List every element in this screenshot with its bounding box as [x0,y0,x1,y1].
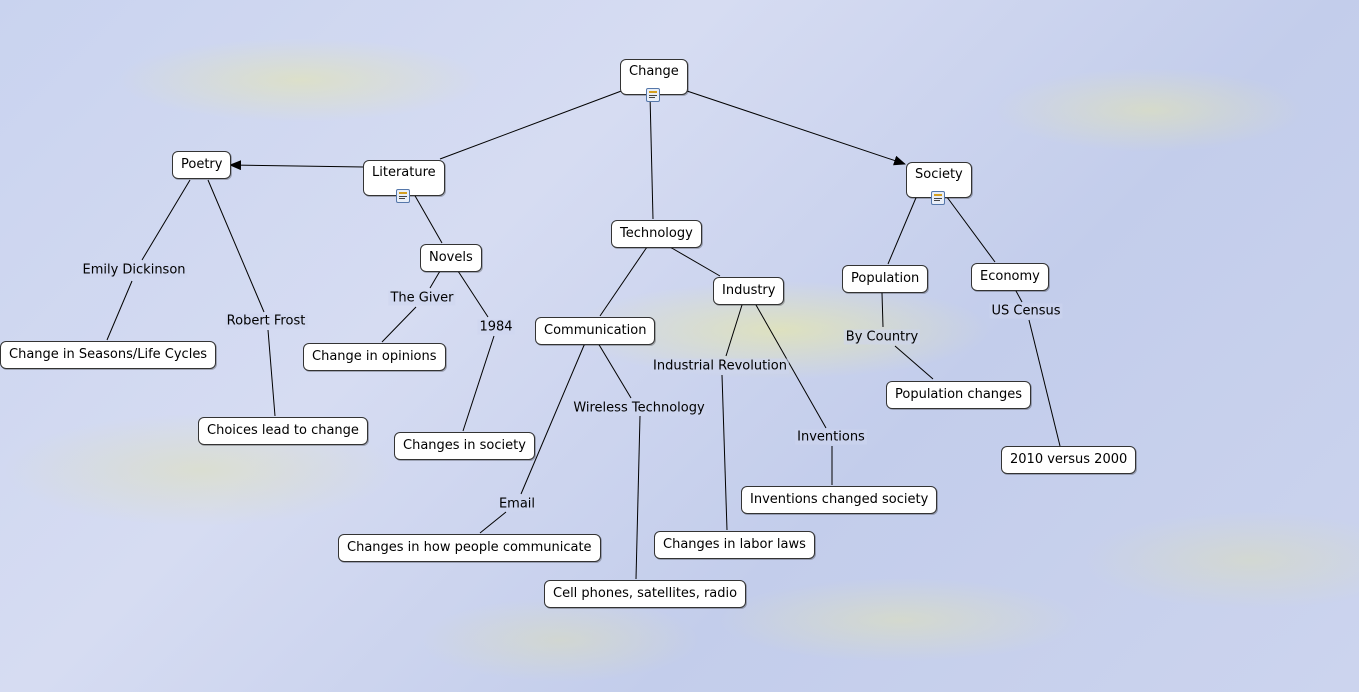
concept-population-changes[interactable]: Population changes [886,381,1032,409]
concept-versus[interactable]: 2010 versus 2000 [1001,446,1137,474]
concept-industry[interactable]: Industry [713,277,785,305]
link-robert-choices [267,329,276,417]
concept-literature[interactable]: Literature [363,160,445,203]
link-technology-communication [599,246,648,317]
link-phrase-1984[interactable]: 1984 [477,319,515,335]
link-email-changes [479,511,507,534]
concept-choices[interactable]: Choices lead to change [198,417,368,445]
link-poetry-emily [141,179,191,261]
link-society-population [887,192,919,265]
link-literature-poetry [229,160,365,171]
link-novels-giver [429,270,441,289]
concept-inventions-changed[interactable]: Inventions changed society [741,486,938,514]
concept-poetry[interactable]: Poetry [172,151,232,179]
link-revolution-labor [721,374,728,531]
concept-changes-communicate[interactable]: Changes in how people communicate [338,534,601,562]
link-1984-society [462,335,495,432]
link-technology-industry [669,246,721,277]
link-phrase-robert[interactable]: Robert Frost [224,313,308,329]
link-change-literature [439,89,625,160]
concept-label: Society [915,167,963,182]
link-census-versus [1028,319,1061,447]
document-icon[interactable] [395,189,410,203]
link-society-economy [943,192,996,263]
link-phrase-email[interactable]: Email [496,496,538,512]
link-industry-revolution [725,304,743,357]
link-industry-inventions [755,304,827,429]
link-communication-email [520,342,586,495]
link-phrase-wireless[interactable]: Wireless Technology [571,400,707,416]
concept-novels[interactable]: Novels [420,244,482,272]
concept-cell-phones[interactable]: Cell phones, satellites, radio [544,580,747,608]
link-change-technology [649,94,654,220]
link-giver-opinions [381,306,417,343]
document-icon[interactable] [645,88,660,102]
link-emily-seasons [106,280,133,341]
link-phrase-emily[interactable]: Emily Dickinson [80,262,188,278]
concept-communication[interactable]: Communication [535,317,656,345]
link-novels-1984 [457,270,489,318]
link-phrase-inventions[interactable]: Inventions [795,429,867,445]
link-poetry-robert [207,179,265,313]
link-phrase-us-census[interactable]: US Census [989,303,1063,319]
link-communication-wireless [597,342,632,399]
link-literature-novels [409,186,443,244]
link-population-bycountry [881,292,884,328]
link-phrase-industrial-revolution[interactable]: Industrial Revolution [651,358,789,374]
concept-label: Literature [372,165,436,180]
concept-change[interactable]: Change [620,59,688,102]
link-economy-census [1015,290,1023,303]
concept-economy[interactable]: Economy [971,263,1049,291]
concept-changes-society[interactable]: Changes in society [394,432,535,460]
link-change-society [677,87,906,166]
concept-society[interactable]: Society [906,162,972,205]
concept-label: Change [629,64,679,79]
link-phrase-giver[interactable]: The Giver [388,290,456,306]
concept-change-opinions[interactable]: Change in opinions [303,343,446,371]
concept-change-seasons[interactable]: Change in Seasons/Life Cycles [0,341,217,369]
concept-labor-laws[interactable]: Changes in labor laws [654,531,815,559]
concept-population[interactable]: Population [842,265,929,293]
link-phrase-by-country[interactable]: By Country [843,329,921,345]
document-icon[interactable] [930,191,945,205]
concept-technology[interactable]: Technology [611,220,702,248]
link-bycountry-changes [894,345,934,380]
link-wireless-cellphones [635,415,641,580]
